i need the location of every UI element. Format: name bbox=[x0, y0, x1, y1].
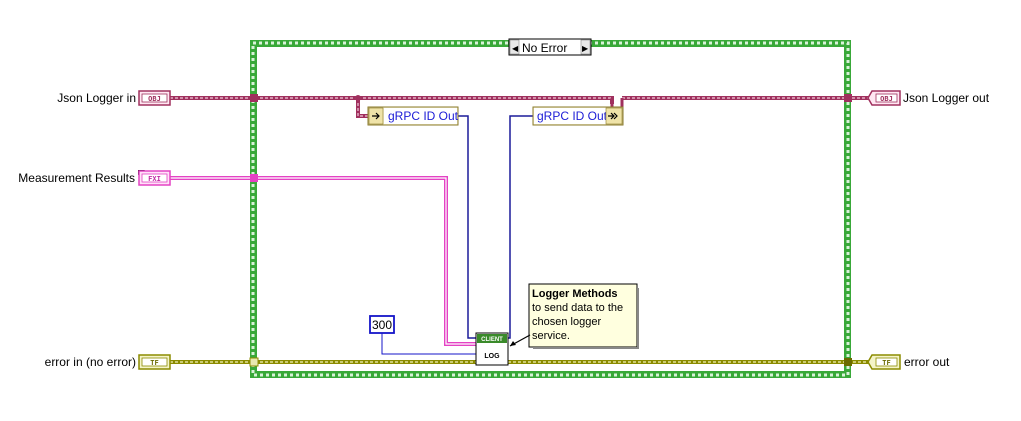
terminal-json-logger-out[interactable]: OBJ Json Logger out bbox=[867, 90, 990, 106]
terminal-error-in[interactable]: error in (no error) TF bbox=[45, 354, 171, 370]
tunnel-json-logger-in[interactable] bbox=[250, 94, 258, 102]
subvi-header: CLIENT bbox=[481, 337, 503, 343]
bundle-property-node[interactable]: gRPC ID Out bbox=[532, 106, 624, 126]
terminal-json-logger-in[interactable]: Json Logger in OBJ bbox=[57, 90, 171, 106]
obj-tag: OBJ bbox=[880, 95, 893, 103]
selector-increment-arrow[interactable]: ▶ bbox=[582, 44, 589, 53]
tunnel-error-in[interactable] bbox=[249, 357, 259, 367]
case-tunnels bbox=[249, 94, 852, 367]
terminal-label: error in (no error) bbox=[45, 355, 136, 369]
arrow-head-icon bbox=[510, 341, 516, 346]
unbundle-property-node[interactable]: gRPC ID Out bbox=[367, 106, 459, 126]
case-selector[interactable]: ◀ ▶ No Error bbox=[508, 38, 592, 56]
comment-line: to send data to the bbox=[532, 302, 623, 314]
property-label: gRPC ID Out bbox=[388, 109, 459, 123]
terminal-label: error out bbox=[904, 355, 950, 369]
comment-line: chosen logger bbox=[532, 316, 601, 328]
class-wire[interactable] bbox=[170, 95, 872, 118]
arrow-right-icon bbox=[372, 112, 380, 120]
tunnel-measurement-results[interactable] bbox=[250, 174, 258, 182]
comment-title: Logger Methods bbox=[532, 288, 618, 300]
subvi-label: LOG bbox=[484, 353, 500, 360]
terminal-measurement-results[interactable]: Measurement Results FXI bbox=[18, 170, 171, 186]
terminal-label: Measurement Results bbox=[18, 171, 135, 185]
log-subvi-node[interactable]: CLIENT LOG bbox=[475, 332, 509, 366]
selector-decrement-arrow[interactable]: ◀ bbox=[512, 44, 519, 53]
numeric-constant-300[interactable]: 300 bbox=[369, 315, 395, 334]
cluster-wire[interactable] bbox=[170, 176, 476, 346]
terminal-error-out[interactable]: TF error out bbox=[867, 354, 950, 370]
tunnel-error-out[interactable] bbox=[844, 358, 852, 366]
comment-line: service. bbox=[532, 330, 570, 342]
error-cluster-tag: TF bbox=[882, 359, 890, 367]
tunnel-json-logger-out[interactable] bbox=[844, 94, 852, 102]
property-label: gRPC ID Out bbox=[537, 109, 608, 123]
obj-tag: OBJ bbox=[148, 95, 161, 103]
terminal-label: Json Logger out bbox=[903, 91, 990, 105]
error-cluster-tag: TF bbox=[150, 359, 158, 367]
int-wire[interactable] bbox=[381, 333, 476, 355]
comment-logger-methods[interactable]: Logger Methods to send data to the chose… bbox=[509, 283, 639, 349]
terminal-label: Json Logger in bbox=[57, 91, 136, 105]
case-selector-label: No Error bbox=[522, 41, 567, 55]
cluster-tag: FXI bbox=[148, 175, 161, 183]
double-arrow-icon bbox=[608, 112, 618, 120]
constant-value: 300 bbox=[372, 318, 392, 332]
